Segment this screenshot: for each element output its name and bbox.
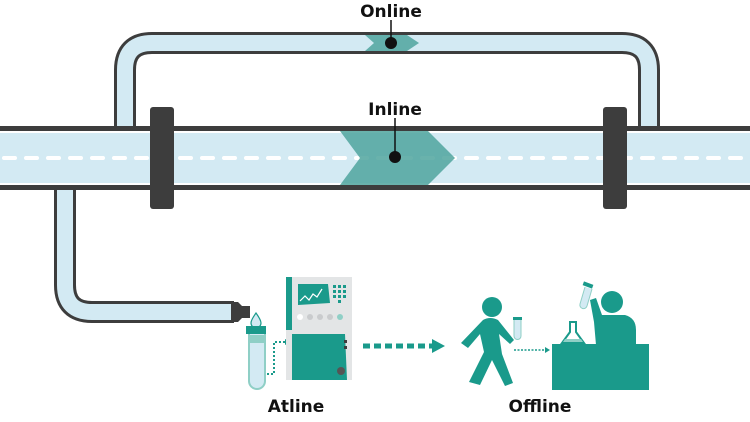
label-inline: Inline <box>368 100 422 120</box>
label-offline: Offline <box>509 397 572 417</box>
sample-nozzle-icon <box>231 302 250 322</box>
flange-right <box>603 107 627 209</box>
dotted-connector <box>267 341 285 375</box>
handoff-arrowhead <box>545 347 550 353</box>
flange-left <box>150 107 174 209</box>
analyzer-instrument-icon <box>286 277 352 380</box>
droplet-icon <box>250 311 262 329</box>
atline-sample-pipe <box>54 184 234 323</box>
small-test-tube-icon <box>513 317 522 340</box>
test-tube-icon <box>246 326 266 390</box>
label-online: Online <box>360 2 422 22</box>
walking-person-icon <box>461 297 514 386</box>
label-atline: Atline <box>268 397 325 417</box>
transport-arrowhead <box>432 339 445 353</box>
lab-technician-icon <box>590 291 636 345</box>
flask-icon <box>560 321 586 344</box>
online-pointer-dot <box>385 37 397 49</box>
lab-bench <box>552 344 649 390</box>
raised-test-tube-icon <box>579 281 594 310</box>
inline-pointer-dot <box>389 151 401 163</box>
